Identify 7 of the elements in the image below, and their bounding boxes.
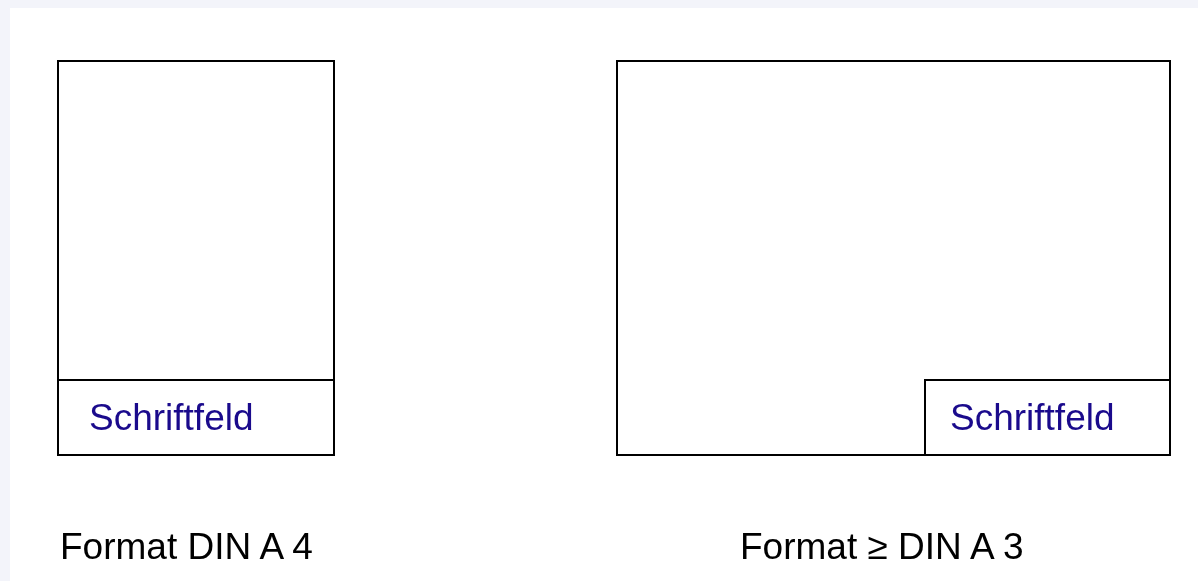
sheet-outline	[616, 60, 1171, 456]
format-caption: Format ≥ DIN A 3	[740, 528, 1024, 565]
title-block-label: Schriftfeld	[950, 399, 1115, 436]
format-caption: Format DIN A 4	[60, 528, 313, 565]
sheet-outline	[57, 60, 335, 456]
title-block	[924, 379, 1171, 456]
title-block-label: Schriftfeld	[89, 399, 254, 436]
